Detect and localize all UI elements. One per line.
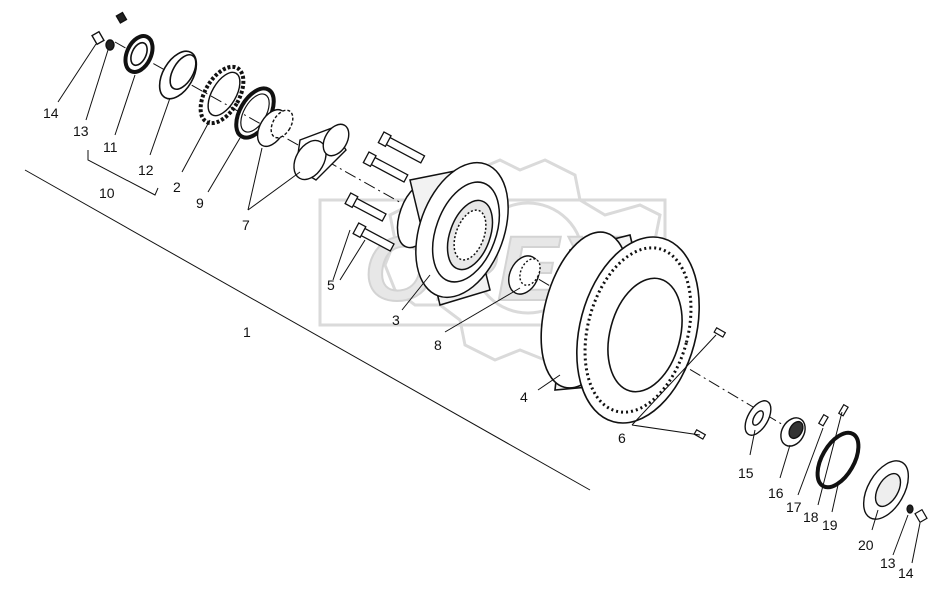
gasket-19 <box>815 430 861 490</box>
callout-4: 4 <box>520 389 528 405</box>
hub-3 <box>396 161 509 306</box>
callout-16: 16 <box>768 485 784 501</box>
callout-20: 20 <box>858 537 874 553</box>
ring-12 <box>158 50 198 100</box>
callout-13-bottom: 13 <box>880 555 896 571</box>
callout-7: 7 <box>242 217 250 233</box>
nut-16 <box>780 417 806 447</box>
callout-14-bottom: 14 <box>898 565 914 581</box>
callout-14-top: 14 <box>43 105 59 121</box>
callout-15: 15 <box>738 465 754 481</box>
callout-11: 11 <box>103 139 118 155</box>
screw-14-top <box>91 11 128 46</box>
callout-3: 3 <box>392 312 400 328</box>
callout-labels: 1 2 3 4 5 6 7 8 9 10 11 12 13 14 15 16 1… <box>43 105 914 581</box>
lock-washer-2 <box>198 64 246 126</box>
washer-15 <box>744 400 772 436</box>
leader-lines <box>24 43 921 564</box>
hub-bolts <box>344 131 426 252</box>
callout-19: 19 <box>822 517 838 533</box>
callout-10: 10 <box>99 185 115 201</box>
screw-14-bottom <box>906 504 928 524</box>
cap-20 <box>862 460 910 520</box>
callout-17: 17 <box>786 499 802 515</box>
washer-13-top <box>105 39 115 51</box>
callout-1: 1 <box>243 324 251 340</box>
callout-2: 2 <box>173 179 181 195</box>
pin-17 <box>817 403 849 427</box>
screws-6 <box>693 326 727 440</box>
callout-13-top: 13 <box>73 123 89 139</box>
seal-11 <box>123 34 155 74</box>
callout-5: 5 <box>327 277 335 293</box>
brake-drum-4 <box>540 231 700 424</box>
callout-9: 9 <box>196 195 204 211</box>
callout-18: 18 <box>803 509 819 525</box>
bearing-8 <box>508 255 541 295</box>
callout-8: 8 <box>434 337 442 353</box>
callout-6: 6 <box>618 430 626 446</box>
callout-12: 12 <box>138 162 154 178</box>
bearing-7 <box>256 108 350 181</box>
